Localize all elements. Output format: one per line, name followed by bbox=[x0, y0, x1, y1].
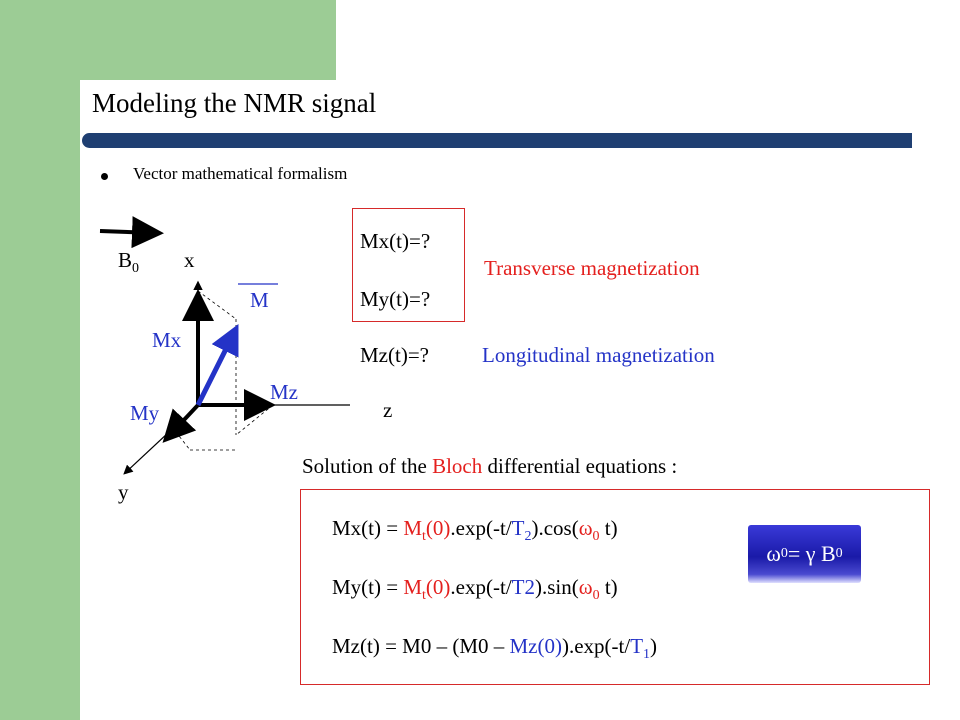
mz-question: Mz(t)=? bbox=[360, 343, 429, 367]
x-axis-label: x bbox=[184, 248, 195, 272]
mx-question: Mx(t)=? bbox=[360, 229, 431, 253]
equation-mx: Mx(t) = Mt(0).exp(-t/T2).cos(ω0 t) bbox=[332, 516, 618, 545]
magnetization-vector-diagram bbox=[99, 216, 350, 475]
mz-label: Mz bbox=[270, 380, 298, 404]
corner-curve bbox=[80, 80, 160, 140]
transverse-question-box bbox=[352, 208, 465, 322]
top-accent-block bbox=[80, 0, 336, 80]
left-accent-strip bbox=[0, 0, 80, 720]
equation-mz: Mz(t) = M0 – (M0 – Mz(0)).exp(-t/T1) bbox=[332, 634, 658, 663]
equations-box bbox=[300, 489, 930, 685]
y-axis-label: y bbox=[118, 480, 129, 504]
projection-guides bbox=[171, 290, 274, 451]
equation-my: My(t) = Mt(0).exp(-t/T2).sin(ω0 t) bbox=[332, 575, 618, 604]
transverse-label: Transverse magnetization bbox=[484, 256, 700, 280]
longitudinal-label: Longitudinal magnetization bbox=[482, 343, 715, 367]
my-question: My(t)=? bbox=[360, 287, 431, 311]
mx-label: Mx bbox=[152, 328, 182, 352]
title-underline-bar bbox=[82, 133, 912, 148]
z-axis-label: z bbox=[383, 398, 393, 422]
my-component bbox=[162, 403, 200, 443]
bullet-text: Vector mathematical formalism bbox=[133, 164, 348, 183]
slide-title: Modeling the NMR signal bbox=[92, 88, 377, 118]
m-vector-label: M bbox=[250, 288, 269, 312]
m-vector bbox=[195, 324, 239, 407]
b0-label: B0 bbox=[118, 248, 140, 277]
my-label: My bbox=[130, 401, 160, 425]
solution-heading: Solution of the Bloch differential equat… bbox=[302, 454, 678, 478]
bullet-dot bbox=[101, 173, 108, 180]
b0-arrow bbox=[99, 216, 164, 249]
